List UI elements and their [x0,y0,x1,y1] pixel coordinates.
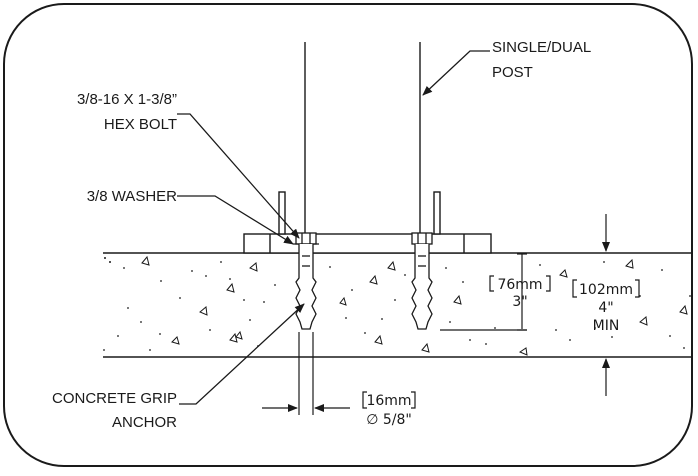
post-label-line1: SINGLE/DUAL [492,39,591,56]
leader-washer [177,195,294,245]
concrete-aggregate [141,255,688,356]
post-label-line2: POST [492,64,533,81]
leader-hex-bolt [177,113,300,239]
leader-lines [177,50,490,405]
leader-post [422,50,490,96]
bolt-label-line1: 3/8-16 X 1-3/8” [77,91,177,108]
bracket-102-open [572,279,577,298]
base-plate [243,191,492,254]
embed-metric-text: 76mm [497,277,542,293]
anchor-metric-text: 16mm [366,393,411,409]
slab-imperial-text: 4" [598,300,613,316]
embed-imperial-text: 3" [512,294,527,310]
concrete-dots [103,257,691,351]
leader-anchor [179,303,305,405]
anchor-imperial-text: ∅ 5/8" [366,412,412,428]
bracket-16-close [411,391,416,409]
bracket-76-open [489,275,494,292]
dimension-lines [262,214,640,415]
washer-label: 3/8 WASHER [87,188,177,205]
bracket-102-close [635,279,640,298]
bracket-16-open [362,391,367,409]
anchor-label-line1: CONCRETE GRIP [52,390,177,407]
bolt-label-line2: HEX BOLT [104,116,177,133]
anchor-bolt-right [411,232,433,330]
slab-metric-text: 102mm [579,282,633,298]
anchor-label-line2: ANCHOR [112,414,177,431]
drawing-border [3,3,693,467]
bracket-76-close [546,275,551,292]
slab-min-text: MIN [593,318,620,334]
